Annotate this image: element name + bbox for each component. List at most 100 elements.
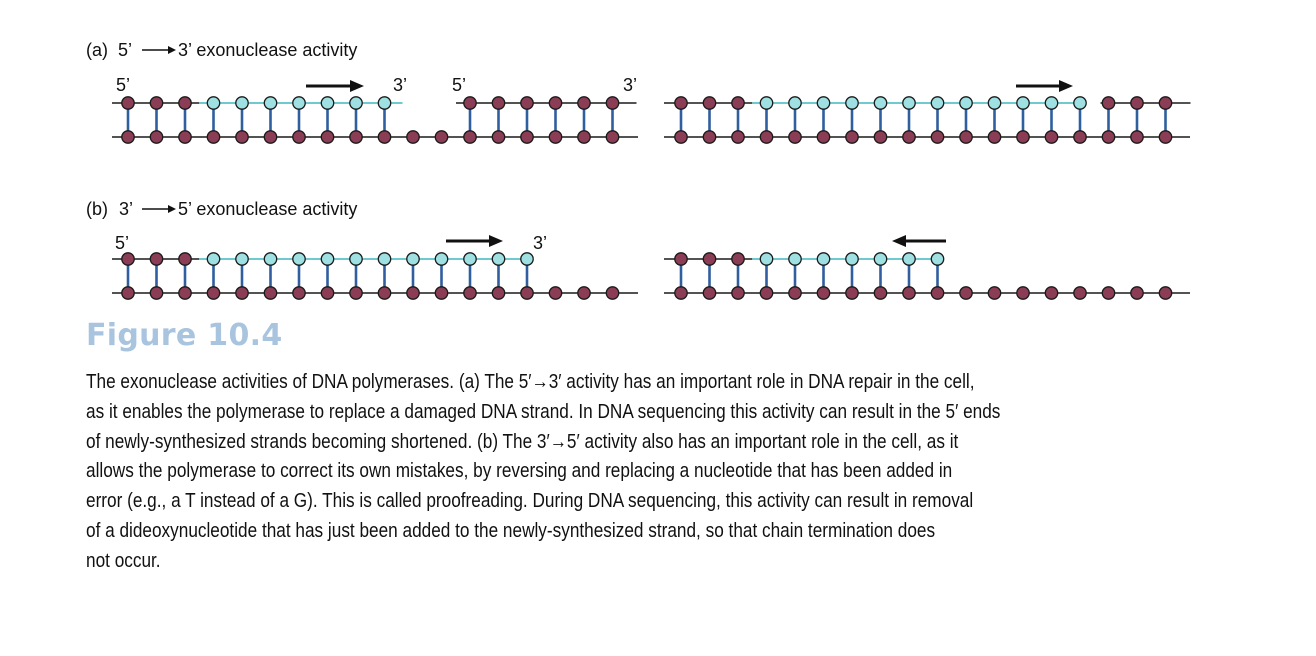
panel-b-title-3prime: 3’ [119,199,133,219]
template-nucleotide [491,130,506,144]
template-nucleotide [320,130,335,144]
new-nucleotide [987,96,1002,110]
template-nucleotide [674,96,688,110]
template-nucleotide [149,130,164,144]
template-nucleotide [930,286,945,300]
new-nucleotide [1016,96,1030,110]
template-nucleotide [178,252,192,266]
new-nucleotide [434,252,449,266]
new-nucleotide [873,96,888,110]
template-nucleotide [520,286,534,300]
template-nucleotide [463,96,477,110]
template-nucleotide [263,286,278,300]
caption-line: as it enables the polymerase to replace … [86,400,1001,423]
template-nucleotide [1101,130,1116,144]
template-nucleotide [178,96,192,110]
new-nucleotide [292,96,306,110]
new-nucleotide [902,96,916,110]
template-nucleotide [149,286,164,300]
template-nucleotide [463,130,477,144]
template-nucleotide [377,130,392,144]
new-nucleotide [320,252,335,266]
template-nucleotide [577,130,591,144]
template-nucleotide [406,130,420,144]
template-nucleotide [520,130,534,144]
new-nucleotide [930,96,945,110]
template-nucleotide [1101,96,1116,110]
panel-a-title: (a) 5’ 3’ exonuclease activity [86,40,357,60]
new-nucleotide [263,96,278,110]
template-nucleotide [1158,286,1173,300]
template-nucleotide [548,96,563,110]
caption-line: of newly-synthesized strands becoming sh… [86,430,959,453]
template-nucleotide [548,286,563,300]
panel-a-fragment-3prime-label: 3’ [623,75,637,95]
new-nucleotide [1044,96,1059,110]
template-nucleotide [1130,130,1144,144]
panel-a-left-5prime-label: 5’ [116,75,130,95]
template-nucleotide [235,286,249,300]
exonuclease-diagram: (a) 5’ 3’ exonuclease activity 5’ 3’ 5’ … [86,40,1191,300]
template-nucleotide [121,286,135,300]
template-nucleotide [1044,286,1059,300]
panel-a-label: (a) [86,40,108,60]
template-nucleotide [1016,130,1030,144]
template-nucleotide [1130,96,1144,110]
panel-a-title-5prime: 5’ [118,40,132,60]
new-nucleotide [520,252,534,266]
panel-a-left-duplex [112,96,638,144]
template-nucleotide [674,286,688,300]
template-nucleotide [235,130,249,144]
template-nucleotide [731,252,745,266]
template-nucleotide [873,286,888,300]
template-nucleotide [121,96,135,110]
template-nucleotide [731,286,745,300]
template-nucleotide [759,130,774,144]
new-nucleotide [206,96,221,110]
new-nucleotide [377,96,392,110]
template-nucleotide [1044,130,1059,144]
new-nucleotide [349,96,363,110]
template-nucleotide [463,286,477,300]
template-nucleotide [491,286,506,300]
panel-b-title: (b) 3’ 5’ exonuclease activity [86,199,357,219]
new-nucleotide [263,252,278,266]
new-nucleotide [930,252,945,266]
new-nucleotide [491,252,506,266]
template-nucleotide [902,130,916,144]
template-nucleotide [434,130,449,144]
panel-a-right-duplex [664,96,1191,144]
new-nucleotide [463,252,477,266]
template-nucleotide [1101,286,1116,300]
panel-b-left-duplex [112,252,638,300]
panel-b-left-5prime-label: 5’ [115,233,129,253]
new-nucleotide [349,252,363,266]
dna-strands [112,96,1191,300]
new-nucleotide [788,96,802,110]
panel-b-left-3prime-label: 3’ [533,233,547,253]
template-nucleotide [702,286,717,300]
template-nucleotide [816,130,831,144]
new-nucleotide [845,252,859,266]
template-nucleotide [121,252,135,266]
template-nucleotide [987,130,1002,144]
template-nucleotide [178,130,192,144]
template-nucleotide [959,286,973,300]
panel-b-right-direction-arrow [892,235,946,247]
template-nucleotide [1130,286,1144,300]
new-nucleotide [788,252,802,266]
template-nucleotide [520,96,534,110]
template-nucleotide [178,286,192,300]
template-nucleotide [491,96,506,110]
template-nucleotide [206,130,221,144]
template-nucleotide [320,286,335,300]
template-nucleotide [149,252,164,266]
template-nucleotide [149,96,164,110]
new-nucleotide [292,252,306,266]
panel-a-right-direction-arrow [1016,80,1073,92]
new-nucleotide [206,252,221,266]
template-nucleotide [702,130,717,144]
template-nucleotide [759,286,774,300]
template-nucleotide [121,130,135,144]
template-nucleotide [605,286,620,300]
